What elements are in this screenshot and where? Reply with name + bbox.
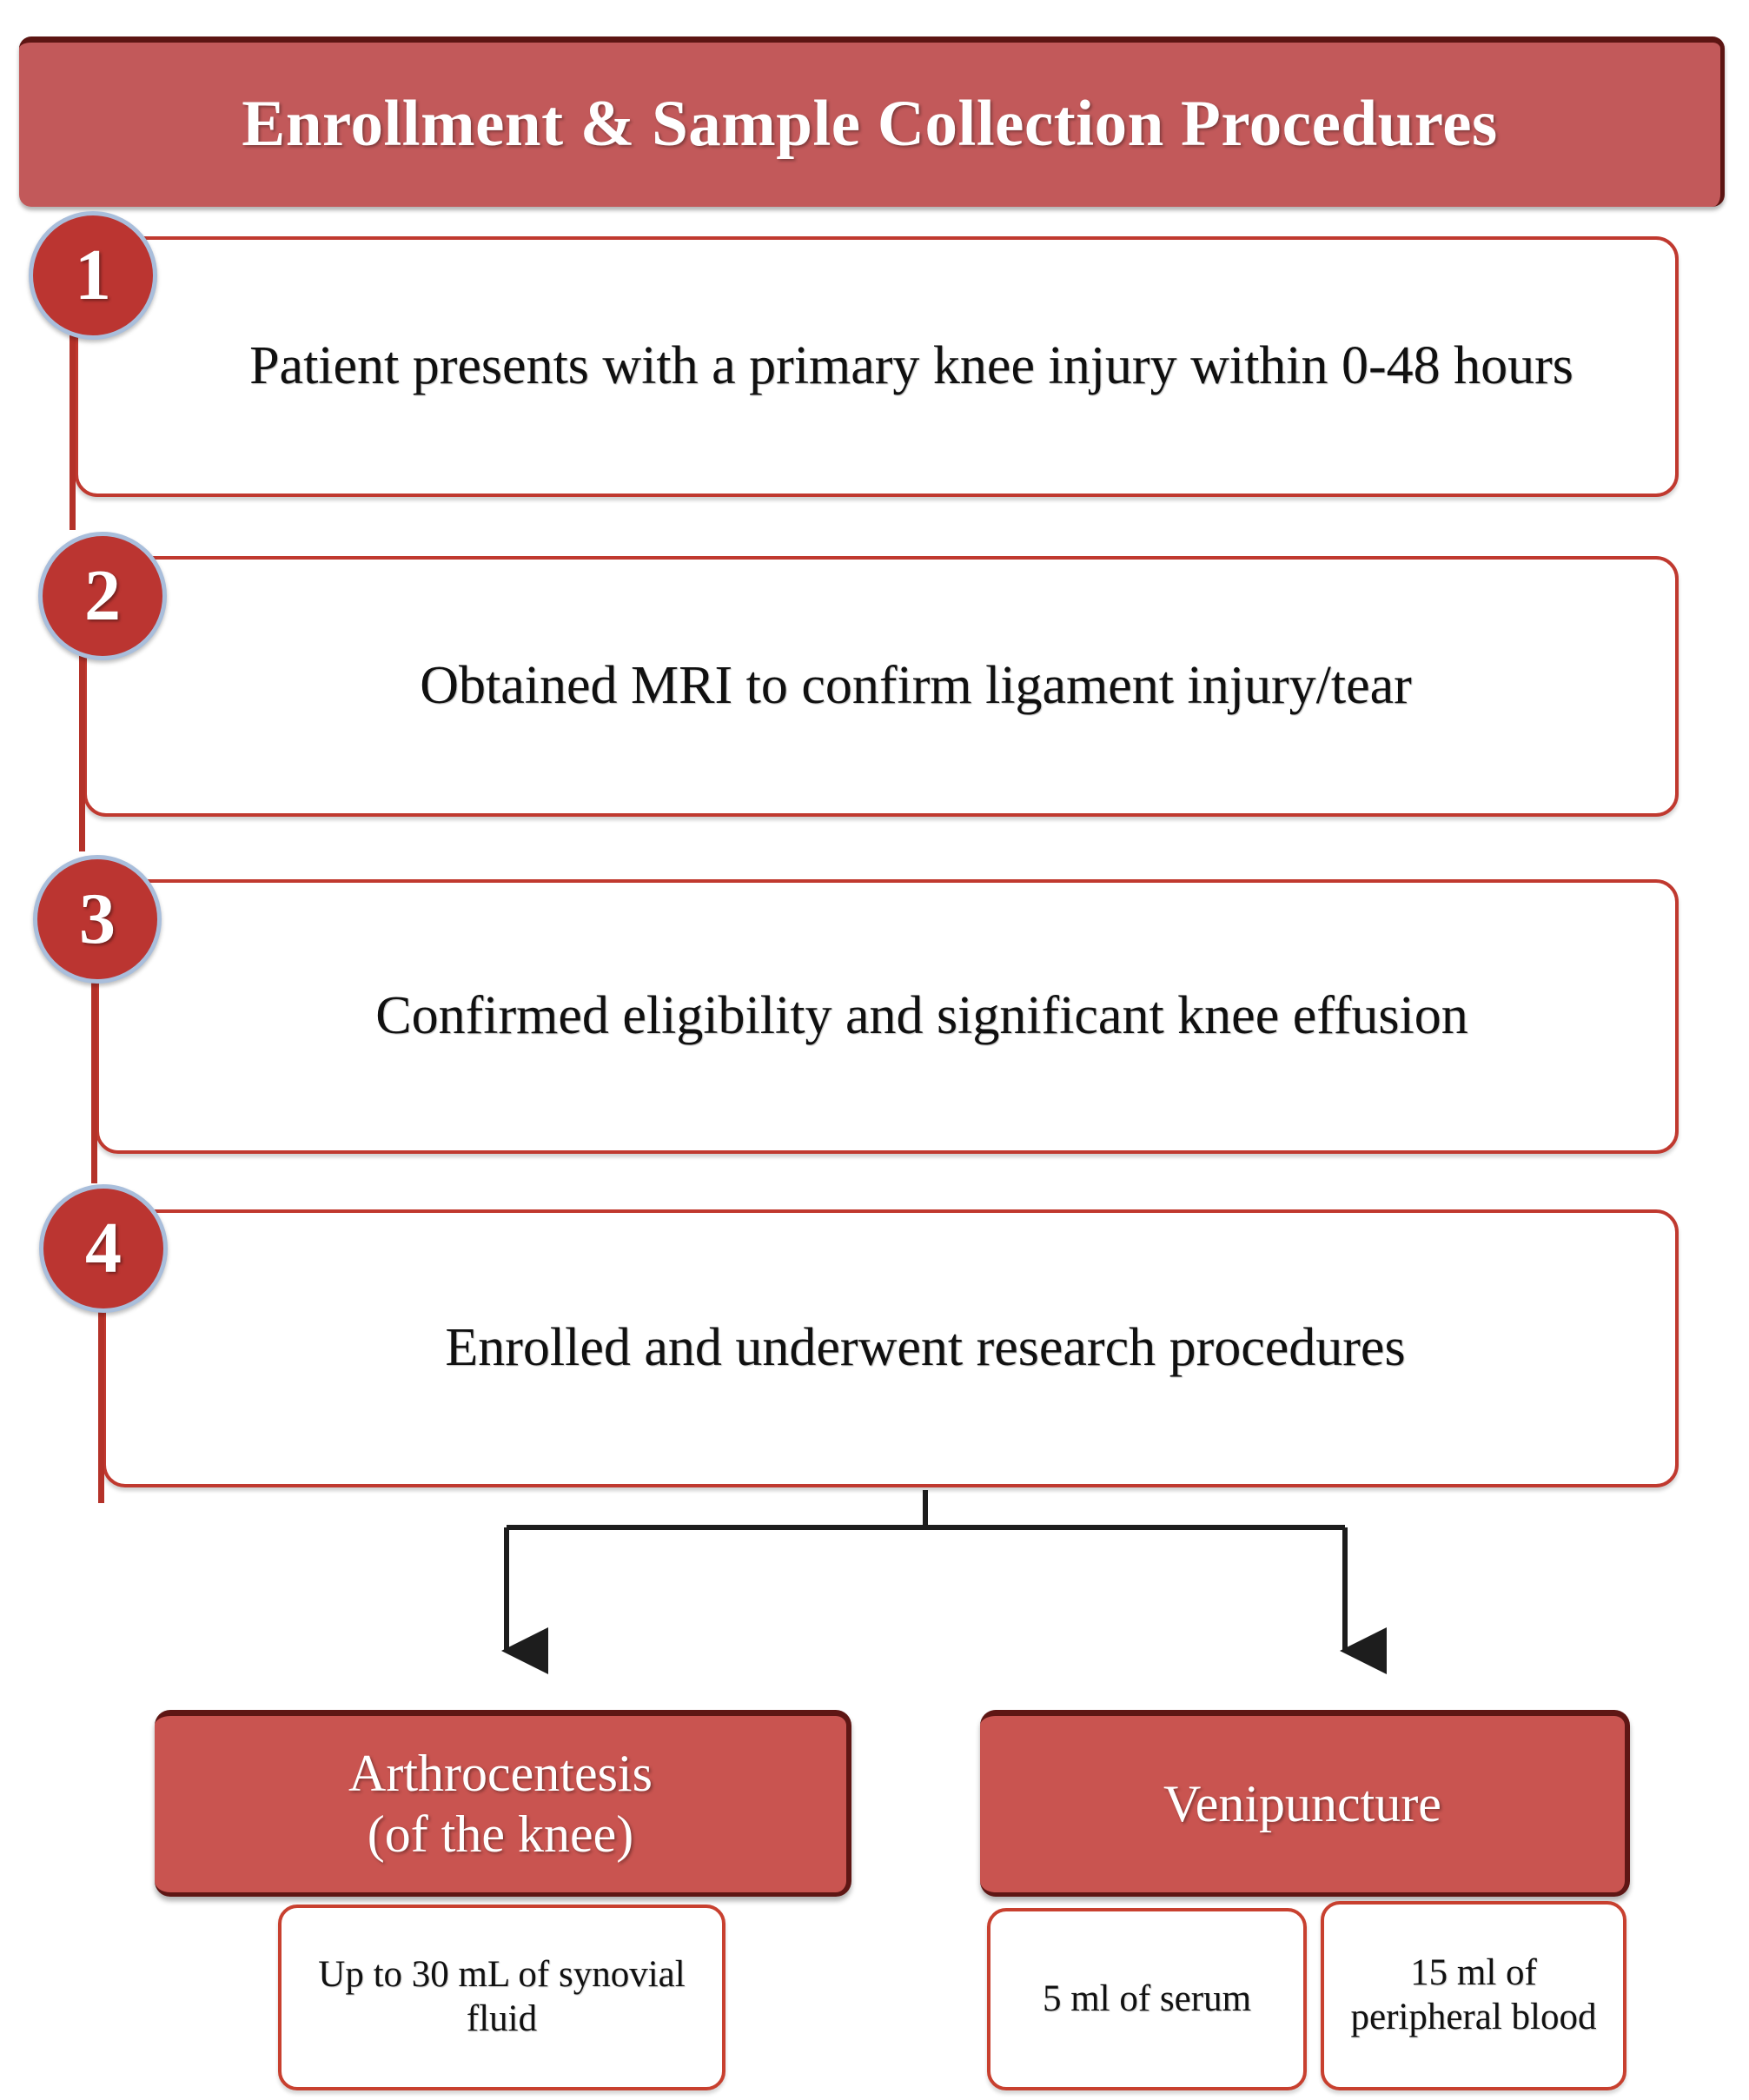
branch-arrows: [501, 1490, 1387, 1674]
procedure-box-arthrocentesis: Arthrocentesis (of the knee): [155, 1710, 851, 1897]
step-box-4: Enrolled and underwent research procedur…: [103, 1209, 1679, 1487]
step-number-1: 1: [75, 235, 111, 315]
sample-box-peripheral-blood: 15 ml of peripheral blood: [1321, 1901, 1626, 2090]
procedure-label-venipuncture: Venipuncture: [1163, 1774, 1441, 1832]
step-connector-1: [70, 321, 76, 530]
sample-label-synovial-fluid: Up to 30 mL of synovial fluid: [318, 1954, 686, 2039]
sample-box-serum: 5 ml of serum: [987, 1908, 1307, 2090]
step-connector-4: [98, 1295, 104, 1503]
step-box-1: Patient presents with a primary knee inj…: [75, 236, 1679, 497]
step-number-2: 2: [84, 555, 121, 636]
procedure-box-venipuncture: Venipuncture: [980, 1710, 1630, 1897]
header-banner: Enrollment & Sample Collection Procedure…: [19, 36, 1725, 207]
step-number-3: 3: [79, 878, 116, 959]
sample-label-peripheral-blood: 15 ml of peripheral blood: [1350, 1952, 1597, 2037]
step-connector-2: [79, 643, 85, 851]
step-connector-3: [91, 966, 97, 1183]
sample-box-synovial-fluid: Up to 30 mL of synovial fluid: [278, 1905, 725, 2090]
step-circle-3: 3: [33, 855, 162, 984]
step-circle-1: 1: [29, 211, 157, 340]
page-title: Enrollment & Sample Collection Procedure…: [242, 88, 1498, 161]
step-label-2: Obtained MRI to confirm ligament injury/…: [420, 656, 1412, 716]
step-circle-2: 2: [38, 532, 167, 660]
step-number-4: 4: [85, 1208, 122, 1288]
step-box-2: Obtained MRI to confirm ligament injury/…: [83, 556, 1679, 817]
step-box-3: Confirmed eligibility and significant kn…: [96, 879, 1679, 1154]
step-label-4: Enrolled and underwent research procedur…: [445, 1318, 1406, 1378]
step-label-1: Patient presents with a primary knee inj…: [249, 336, 1573, 396]
sample-label-serum: 5 ml of serum: [1042, 1977, 1252, 2019]
procedure-label-arthrocentesis: Arthrocentesis (of the knee): [348, 1744, 653, 1863]
step-circle-4: 4: [39, 1184, 168, 1313]
step-label-3: Confirmed eligibility and significant kn…: [375, 986, 1468, 1046]
